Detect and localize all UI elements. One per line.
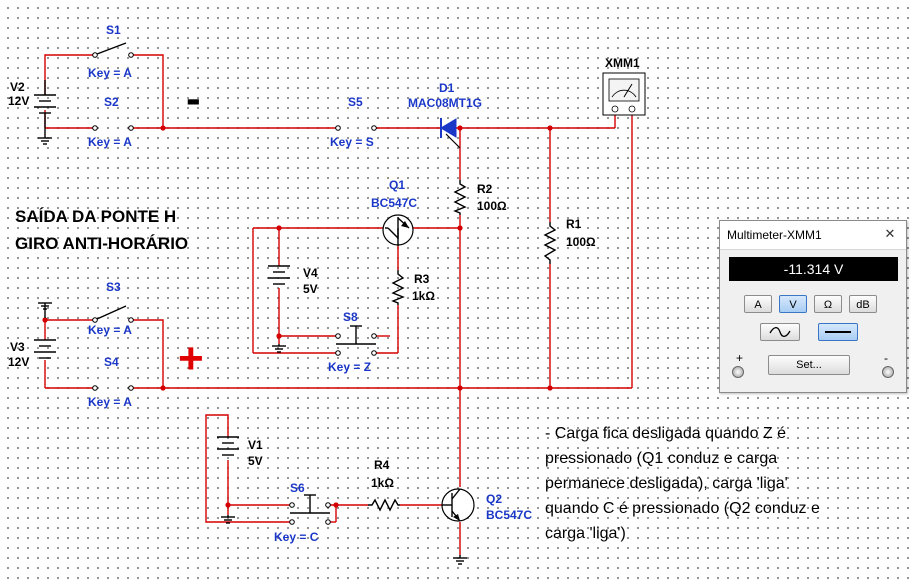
title-line-2: GIRO ANTI-HORÁRIO	[15, 234, 188, 253]
d1-ref: D1	[439, 81, 455, 95]
note-line-4: quando C é pressionado (Q2 conduz e	[545, 500, 820, 517]
pushbutton-s8[interactable]	[335, 325, 377, 356]
mode-button-v[interactable]: V	[779, 295, 807, 313]
ac-wave-icon	[769, 326, 791, 338]
q2-ref: Q2	[486, 492, 502, 506]
multimeter-window[interactable]: Multimeter-XMM1 ✕ -11.314 V A V Ω dB + -…	[719, 220, 907, 393]
battery-v1	[217, 436, 239, 456]
set-button[interactable]: Set...	[768, 355, 850, 375]
r4-ref: R4	[374, 458, 390, 472]
mode-button-ohm[interactable]: Ω	[814, 295, 842, 313]
ground-symbols	[38, 128, 467, 565]
q1-model: BC547C	[371, 196, 417, 210]
mode-button-db[interactable]: dB	[849, 295, 877, 313]
plus-terminal-label: +	[736, 351, 744, 365]
s5-key: Key = S	[330, 135, 374, 149]
q1-ref: Q1	[389, 178, 405, 192]
r4-value: 1kΩ	[371, 476, 394, 490]
note-line-1: - Carga fica desligada quando Z é	[545, 425, 786, 442]
q2-model: BC547C	[486, 508, 532, 522]
note-line-3: permanece desligada), carga 'liga'	[545, 475, 788, 492]
wires	[44, 54, 633, 555]
d1-model: MAC08MT1G	[408, 96, 482, 110]
explanation-note: - Carga fica desligada quando Z é pressi…	[545, 425, 820, 542]
battery-v3	[34, 339, 56, 359]
multimeter-title: Multimeter-XMM1	[727, 228, 822, 242]
transistor-q1	[382, 214, 414, 246]
thyristor-d1	[440, 118, 461, 149]
v2-value: 12V	[8, 94, 29, 108]
ac-wave-button[interactable]	[760, 323, 800, 341]
multimeter-reading: -11.314 V	[729, 257, 898, 281]
s5-ref: S5	[348, 95, 363, 109]
minus-terminal-label: -	[884, 351, 888, 365]
v4-value: 5V	[303, 282, 318, 296]
switch-s2[interactable]	[92, 125, 134, 131]
resistor-r1	[543, 222, 557, 264]
plus-sign: +	[178, 334, 204, 383]
note-line-2: pressionado (Q1 conduz e carga	[545, 450, 777, 467]
resistor-r3	[391, 270, 405, 305]
s6-key: Key = C	[274, 530, 319, 544]
resistor-r4	[368, 498, 400, 512]
transistor-q2	[441, 488, 475, 522]
v3-value: 12V	[8, 355, 29, 369]
labels: V2 12V S1 Key = A S2 Key = A S5 Key = S …	[8, 23, 640, 544]
switch-s3[interactable]	[92, 305, 134, 323]
switch-s5[interactable]	[335, 125, 377, 131]
s4-ref: S4	[104, 355, 119, 369]
battery-v2	[34, 80, 56, 128]
multimeter-titlebar[interactable]: Multimeter-XMM1 ✕	[720, 221, 906, 250]
battery-v4	[268, 265, 290, 285]
s1-key: Key = A	[88, 66, 132, 80]
r2-value: 100Ω	[477, 199, 507, 213]
minus-sign: -	[186, 74, 201, 123]
s8-ref: S8	[343, 310, 358, 324]
mode-button-a[interactable]: A	[744, 295, 772, 313]
xmm1-ref: XMM1	[605, 56, 640, 70]
r1-ref: R1	[566, 217, 582, 231]
close-icon[interactable]: ✕	[884, 226, 896, 241]
v4-ref: V4	[303, 266, 318, 280]
v2-ref: V2	[10, 80, 25, 94]
v1-value: 5V	[248, 454, 263, 468]
dc-line-icon	[825, 331, 851, 333]
junctions	[42, 125, 553, 508]
switch-s4[interactable]	[92, 385, 134, 391]
dc-line-button[interactable]	[818, 323, 858, 341]
s4-key: Key = A	[88, 395, 132, 409]
s3-key: Key = A	[88, 323, 132, 337]
multimeter-xmm1-symbol[interactable]	[602, 72, 646, 116]
s6-ref: S6	[290, 481, 305, 495]
v1-ref: V1	[248, 438, 263, 452]
r1-value: 100Ω	[566, 235, 596, 249]
s2-key: Key = A	[88, 135, 132, 149]
diagram-title: SAÍDA DA PONTE H GIRO ANTI-HORÁRIO	[15, 207, 188, 253]
note-line-5: carga 'liga')	[545, 525, 626, 542]
minus-terminal[interactable]	[882, 366, 894, 378]
r3-value: 1kΩ	[412, 289, 435, 303]
title-line-1: SAÍDA DA PONTE H	[15, 207, 176, 226]
s2-ref: S2	[104, 95, 119, 109]
pushbutton-s6[interactable]	[289, 494, 331, 525]
s1-ref: S1	[106, 23, 121, 37]
plus-terminal[interactable]	[732, 366, 744, 378]
s8-key: Key = Z	[328, 360, 371, 374]
r2-ref: R2	[477, 182, 493, 196]
switch-s1[interactable]	[92, 42, 134, 58]
v3-ref: V3	[10, 340, 25, 354]
s3-ref: S3	[106, 280, 121, 294]
r3-ref: R3	[414, 272, 430, 286]
resistor-r2	[453, 180, 467, 215]
